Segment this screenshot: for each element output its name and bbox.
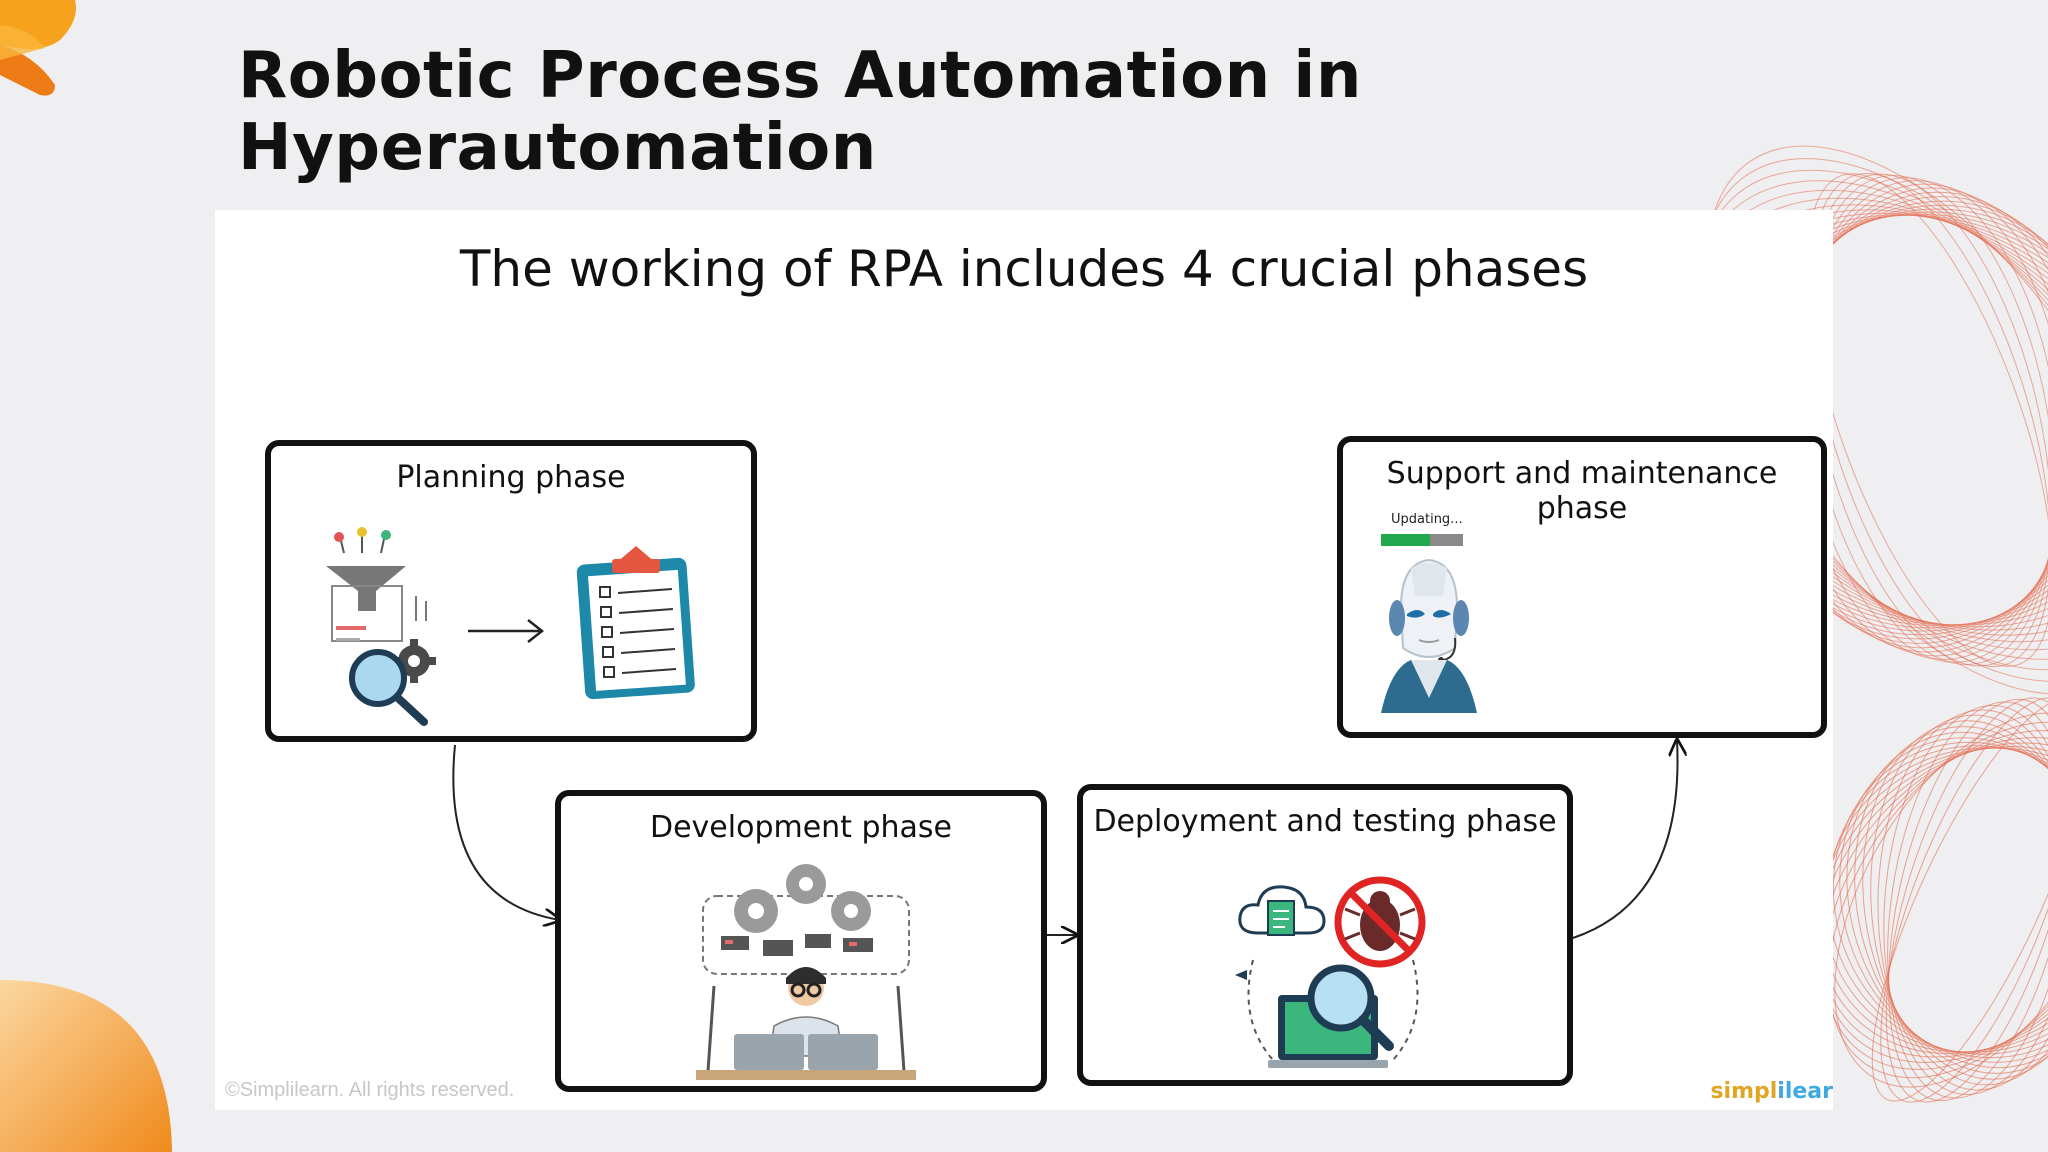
phase-label-development: Development phase	[649, 810, 953, 845]
orange-petal-decoration-top-left	[0, 0, 76, 96]
connector-planning-to-development	[452, 744, 560, 920]
slide-title-line-1: Robotic Process Automation in	[238, 39, 1362, 113]
slide-title: Robotic Process Automation in Hyperautom…	[238, 40, 1362, 184]
connector-deployment-to-support	[1572, 740, 1678, 939]
phase-box-support-maintenance: Support and maintenance phase Updating..…	[1337, 436, 1827, 738]
phase-connectors	[452, 210, 1833, 1110]
no-bug-icon	[1334, 876, 1426, 968]
slide-title-line-2: Hyperautomation	[238, 111, 877, 185]
diagram-panel: The working of RPA includes 4 crucial ph…	[215, 210, 1833, 1110]
diagram-heading: The working of RPA includes 4 crucial ph…	[459, 240, 1589, 298]
brand-logo-part-2: ilear	[1777, 1079, 1833, 1104]
brand-logo-part-1: simpl	[1710, 1079, 1778, 1104]
phase-label-support-maintenance: Support and maintenance phase	[1386, 456, 1778, 526]
gears-icon	[702, 864, 910, 975]
cloud-document-icon	[1238, 885, 1326, 936]
laptop-magnifier-icon	[1235, 959, 1419, 1068]
update-progress-bar	[1381, 534, 1463, 546]
brand-logo: simplilear	[1710, 1079, 1833, 1104]
copyright-notice: ©Simplilearn. All rights reserved.	[225, 1079, 515, 1101]
phase-label-deployment-testing: Deployment and testing phase	[1093, 804, 1557, 839]
phase-label-planning: Planning phase	[396, 460, 626, 495]
filter-funnel-icon	[326, 527, 427, 642]
phase-box-planning: Planning phase	[265, 440, 757, 742]
developer-at-laptops-icon	[696, 967, 916, 1080]
progress-label: Updating...	[1391, 512, 1463, 527]
magnifier-gear-icon	[336, 626, 436, 726]
checklist-clipboard-icon	[576, 546, 695, 700]
robot-head-icon	[1381, 558, 1477, 713]
phase-box-deployment-testing: Deployment and testing phase	[1077, 784, 1573, 1086]
orange-quarter-circle-decoration	[0, 980, 172, 1152]
update-progress-fill	[1381, 534, 1431, 546]
arrow-right-icon	[468, 619, 545, 643]
phase-box-development: Development phase	[555, 790, 1047, 1092]
